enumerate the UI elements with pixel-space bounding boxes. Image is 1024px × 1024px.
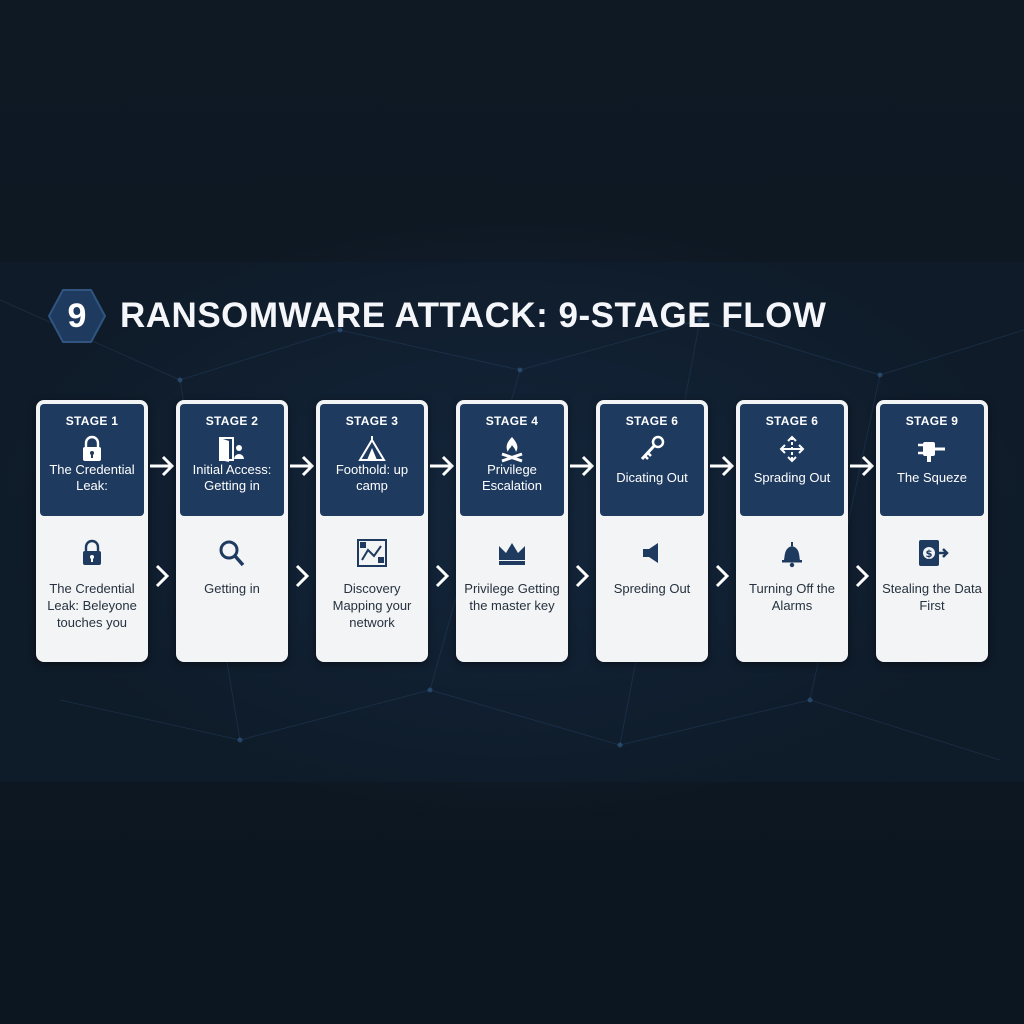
stage-title: Foothold: up camp [335, 462, 409, 493]
stage-label: STAGE 4 [485, 414, 539, 428]
stage-title: Initial Access: Getting in [192, 462, 272, 493]
stage-description: Turning Off the Alarms [749, 581, 835, 613]
stage-card-3: STAGE 3 Foothold: up camp Discovery Mapp… [316, 400, 428, 662]
magnifier-icon [219, 540, 245, 567]
title-badge: 9 [48, 287, 106, 345]
stage-title: Sprading Out [753, 470, 831, 485]
stage-label: STAGE 3 [345, 414, 399, 428]
campfire-icon [501, 437, 523, 463]
stage-flow: STAGE 1 The Credential Leak: The Credent… [36, 400, 988, 662]
padlock-icon [83, 539, 101, 565]
spread-arrows-icon [779, 435, 805, 463]
chevron-right-icon [570, 455, 595, 477]
stage-card-1: STAGE 1 The Credential Leak: The Credent… [36, 400, 148, 662]
speaker-icon [643, 543, 658, 563]
stage-description: Getting in [204, 581, 260, 596]
money-transfer-icon: $ [919, 540, 949, 566]
stage-card-header: STAGE 2 Initial Access: Getting in [180, 404, 284, 516]
chevron-right-icon [435, 564, 450, 588]
stage-card-4: STAGE 4 Privilege Escalation Privilege G… [456, 400, 568, 662]
page-title: RANSOMWARE ATTACK: 9-STAGE FLOW [120, 296, 827, 335]
chevron-right-icon [150, 455, 175, 477]
stage-card-2: STAGE 2 Initial Access: Getting in Getti… [176, 400, 288, 662]
stage-card-header: STAGE 3 Foothold: up camp [320, 404, 424, 516]
network-map-icon [357, 539, 387, 567]
chevron-right-icon [855, 564, 870, 588]
stage-label: STAGE 1 [65, 414, 119, 428]
chevron-right-icon [710, 455, 735, 477]
stage-card-5: STAGE 6 Dicating Out Spreding Out [596, 400, 708, 662]
stage-description: The Credential Leak: Beleyone touches yo… [47, 581, 137, 630]
stage-description: Spreding Out [613, 581, 691, 596]
stage-card-header: STAGE 9 The Squeze [880, 404, 984, 516]
stage-label: STAGE 6 [765, 414, 819, 428]
stage-description: Stealing the Data First [882, 581, 982, 613]
stage-title: Privilege Escalation [482, 462, 542, 493]
svg-text:$: $ [926, 549, 933, 560]
stage-card-7: STAGE 9 The Squeze $ Stealing the Data F… [876, 400, 988, 662]
stage-card-header: STAGE 6 Dicating Out [600, 404, 704, 516]
stage-description: Privilege Getting the master key [464, 581, 560, 613]
stage-title: Dicating Out [616, 470, 688, 485]
stage-card-header: STAGE 6 Sprading Out [740, 404, 844, 516]
stage-card-6: STAGE 6 Sprading Out Turning Off the Ala… [736, 400, 848, 662]
chevron-right-icon [155, 564, 170, 588]
stage-title: The Credential Leak: [49, 462, 135, 493]
title-badge-number: 9 [67, 297, 87, 335]
stage-card-header: STAGE 1 The Credential Leak: [40, 404, 144, 516]
chevron-right-icon [715, 564, 730, 588]
bell-icon [782, 542, 802, 568]
plug-icon [918, 442, 945, 462]
title-row: 9 RANSOMWARE ATTACK: 9-STAGE FLOW [48, 286, 826, 346]
door-user-icon [219, 437, 244, 462]
hexagon-icon [48, 289, 106, 343]
chevron-right-icon [575, 564, 590, 588]
tent-icon [358, 436, 386, 461]
stage-card-header: STAGE 4 Privilege Escalation [460, 404, 564, 516]
chevron-right-icon [290, 455, 315, 477]
stage-label: STAGE 9 [905, 414, 959, 428]
chevron-right-icon [850, 455, 875, 477]
stage-title: The Squeze [896, 470, 968, 485]
chevron-right-icon [430, 455, 455, 477]
padlock-icon [83, 435, 101, 461]
crown-icon [499, 543, 525, 565]
stage-label: STAGE 2 [205, 414, 259, 428]
stage-description: Discovery Mapping your network [332, 581, 412, 630]
key-icon [640, 435, 665, 461]
stage-label: STAGE 6 [625, 414, 679, 428]
chevron-right-icon [295, 564, 310, 588]
